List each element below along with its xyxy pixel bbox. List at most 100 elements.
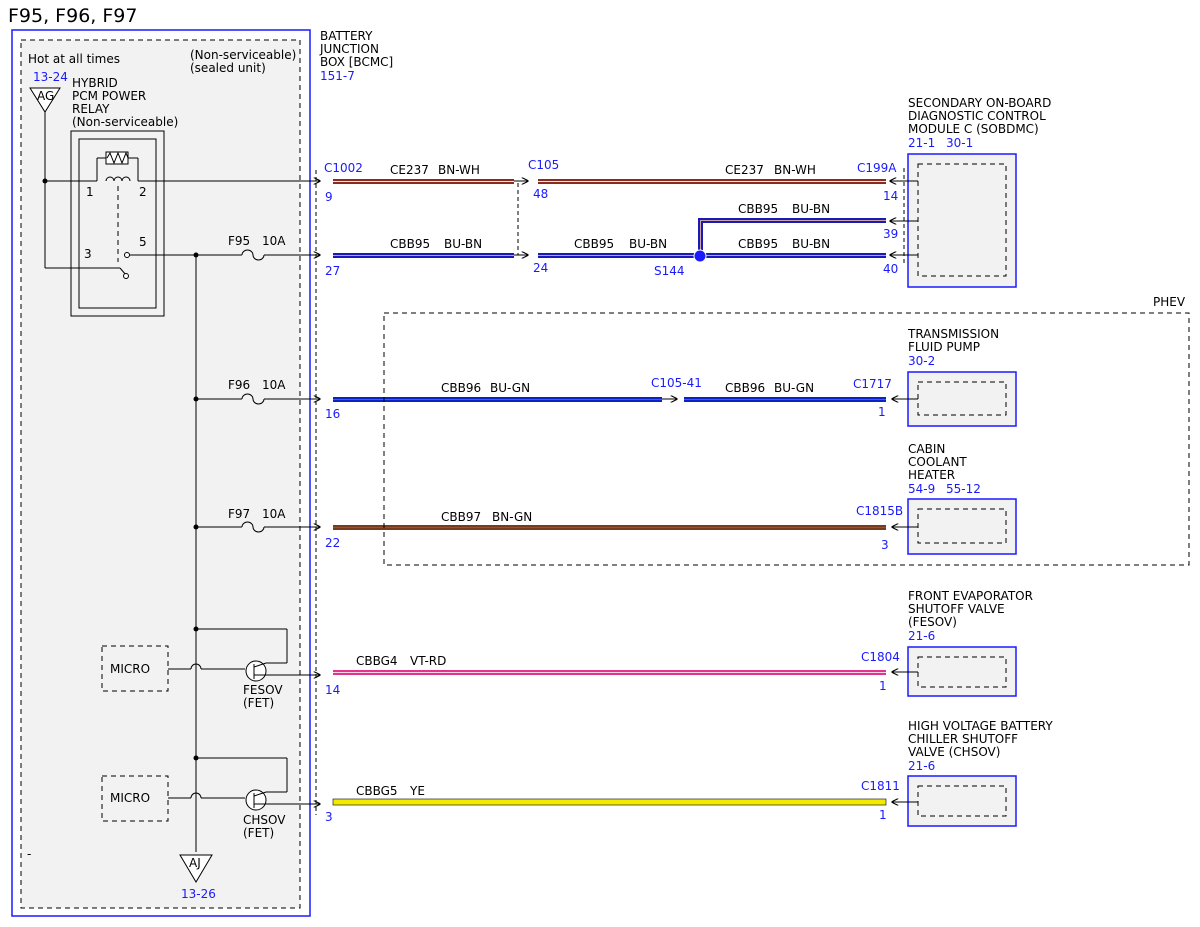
pin-14: 14 bbox=[325, 683, 340, 697]
chsov-fet: MICRO CHSOV (FET) bbox=[101, 755, 320, 840]
bcmc-name-line-3: BOX [BCMC] bbox=[320, 55, 393, 69]
svg-text:FESOV: FESOV bbox=[243, 683, 283, 697]
relay-inner bbox=[78, 138, 157, 309]
diagram-title: F95, F96, F97 bbox=[8, 5, 137, 27]
svg-text:BN-WH: BN-WH bbox=[438, 163, 480, 177]
wire-cbbg4: CBBG4 VT-RD bbox=[333, 654, 886, 675]
ag-ref: 13-24 bbox=[33, 70, 68, 84]
svg-text:1: 1 bbox=[879, 808, 887, 822]
svg-text:F96: F96 bbox=[228, 378, 250, 392]
svg-text:BN-WH: BN-WH bbox=[774, 163, 816, 177]
svg-text:CBBG5: CBBG5 bbox=[356, 784, 398, 798]
module-cabin-coolant-heater: CABIN COOLANT HEATER 54-9 55-12 C1815B 3 bbox=[856, 442, 1017, 555]
pin-22: 22 bbox=[325, 536, 340, 550]
fuse-f97: F97 10A bbox=[193, 507, 321, 533]
svg-text:BU-GN: BU-GN bbox=[490, 381, 530, 395]
wire-cbb96-b: CBB96 BU-GN bbox=[684, 381, 886, 402]
relay-line-3: RELAY bbox=[72, 102, 110, 116]
svg-text:CHSOV: CHSOV bbox=[243, 813, 286, 827]
bcmc-name-line-1: BATTERY bbox=[320, 29, 373, 43]
svg-text:FLUID PUMP: FLUID PUMP bbox=[908, 340, 980, 354]
svg-text:55-12: 55-12 bbox=[946, 482, 981, 496]
svg-text:YE: YE bbox=[409, 784, 425, 798]
svg-text:CBB96: CBB96 bbox=[725, 381, 765, 395]
svg-text:39: 39 bbox=[883, 227, 898, 241]
bcmc-outline bbox=[11, 29, 311, 917]
svg-text:C1804: C1804 bbox=[861, 650, 900, 664]
fuse-f96: F96 10A bbox=[193, 378, 321, 405]
svg-text:CBB95: CBB95 bbox=[574, 237, 614, 251]
svg-text:21-6: 21-6 bbox=[908, 629, 935, 643]
splice-s144 bbox=[693, 249, 707, 263]
hot-label: Hot at all times bbox=[28, 52, 120, 66]
pin-48: 48 bbox=[533, 187, 548, 201]
svg-text:VALVE (CHSOV): VALVE (CHSOV) bbox=[908, 745, 1000, 759]
svg-text:(FET): (FET) bbox=[243, 826, 274, 840]
svg-text:10A: 10A bbox=[262, 507, 286, 521]
svg-text:C1717: C1717 bbox=[853, 377, 892, 391]
pin-9: 9 bbox=[325, 190, 333, 204]
svg-text:CABIN: CABIN bbox=[908, 442, 945, 456]
svg-text:CBB95: CBB95 bbox=[390, 237, 430, 251]
svg-text:VT-RD: VT-RD bbox=[410, 654, 446, 668]
phev-region bbox=[383, 312, 1190, 566]
svg-text:C1815B: C1815B bbox=[856, 504, 903, 518]
svg-text:BU-BN: BU-BN bbox=[629, 237, 667, 251]
svg-text:(FESOV): (FESOV) bbox=[908, 615, 957, 629]
bcmc-sealed-unit bbox=[20, 39, 301, 909]
c105-label: C105 bbox=[528, 158, 559, 172]
svg-text:21-6: 21-6 bbox=[908, 759, 935, 773]
module-sobdmc: SECONDARY ON-BOARD DIAGNOSTIC CONTROL MO… bbox=[857, 96, 1051, 288]
svg-text:BN-GN: BN-GN bbox=[492, 510, 532, 524]
svg-text:30-1: 30-1 bbox=[946, 136, 973, 150]
svg-text:21-1: 21-1 bbox=[908, 136, 935, 150]
pin-16: 16 bbox=[325, 407, 340, 421]
svg-text:3: 3 bbox=[881, 538, 889, 552]
fesov-fet: MICRO FESOV (FET) bbox=[101, 626, 320, 710]
svg-text:40: 40 bbox=[883, 262, 898, 276]
ag-label: AG bbox=[37, 89, 54, 103]
svg-text:MODULE C (SOBDMC): MODULE C (SOBDMC) bbox=[908, 122, 1039, 136]
wire-cbb95-c: CBB95 BU-BN bbox=[698, 202, 886, 256]
aj-ref: 13-26 bbox=[181, 887, 216, 901]
wire-cbb95-b: CBB95 BU-BN bbox=[538, 237, 698, 258]
s144-label: S144 bbox=[654, 264, 685, 278]
svg-text:(FET): (FET) bbox=[243, 696, 274, 710]
svg-text:C199A: C199A bbox=[857, 161, 897, 175]
pin-3: 3 bbox=[325, 810, 333, 824]
svg-text:BU-GN: BU-GN bbox=[774, 381, 814, 395]
module-transmission-fluid-pump: TRANSMISSION FLUID PUMP 30-2 C1815B C171… bbox=[853, 327, 1017, 427]
svg-text:HEATER: HEATER bbox=[908, 468, 955, 482]
wire-cbb95-d: CBB95 BU-BN bbox=[700, 237, 886, 258]
svg-text:CHILLER SHUTOFF: CHILLER SHUTOFF bbox=[908, 732, 1018, 746]
svg-text:CBB96: CBB96 bbox=[441, 381, 481, 395]
relay-line-2: PCM POWER bbox=[72, 89, 146, 103]
svg-text:54-9: 54-9 bbox=[908, 482, 935, 496]
fuse-f95: F95 10A bbox=[228, 234, 320, 261]
svg-text:CBB95: CBB95 bbox=[738, 237, 778, 251]
c1002-label: C1002 bbox=[324, 161, 363, 175]
svg-text:SHUTOFF VALVE: SHUTOFF VALVE bbox=[908, 602, 1005, 616]
pin-27: 27 bbox=[325, 264, 340, 278]
svg-text:DIAGNOSTIC CONTROL: DIAGNOSTIC CONTROL bbox=[908, 109, 1046, 123]
svg-text:BU-BN: BU-BN bbox=[792, 237, 830, 251]
svg-text:1: 1 bbox=[879, 679, 887, 693]
aj-label: AJ bbox=[189, 856, 201, 870]
svg-text:SECONDARY ON-BOARD: SECONDARY ON-BOARD bbox=[908, 96, 1051, 110]
relay-pin-3: 3 bbox=[84, 247, 92, 261]
svg-text:BU-BN: BU-BN bbox=[792, 202, 830, 216]
relay-pin-1: 1 bbox=[86, 185, 94, 199]
svg-text:CBBG4: CBBG4 bbox=[356, 654, 398, 668]
svg-text:CBB97: CBB97 bbox=[441, 510, 481, 524]
c105-41-label: C105-41 bbox=[651, 376, 702, 390]
svg-text:HIGH VOLTAGE BATTERY: HIGH VOLTAGE BATTERY bbox=[908, 719, 1053, 733]
bcmc-ref: 151-7 bbox=[320, 69, 355, 83]
svg-text:CE237: CE237 bbox=[725, 163, 764, 177]
svg-text:F97: F97 bbox=[228, 507, 250, 521]
svg-text:F95: F95 bbox=[228, 234, 250, 248]
svg-text:C1811: C1811 bbox=[861, 779, 900, 793]
relay-coil bbox=[96, 151, 139, 262]
svg-text:MICRO: MICRO bbox=[110, 662, 150, 676]
svg-text:COOLANT: COOLANT bbox=[908, 455, 967, 469]
